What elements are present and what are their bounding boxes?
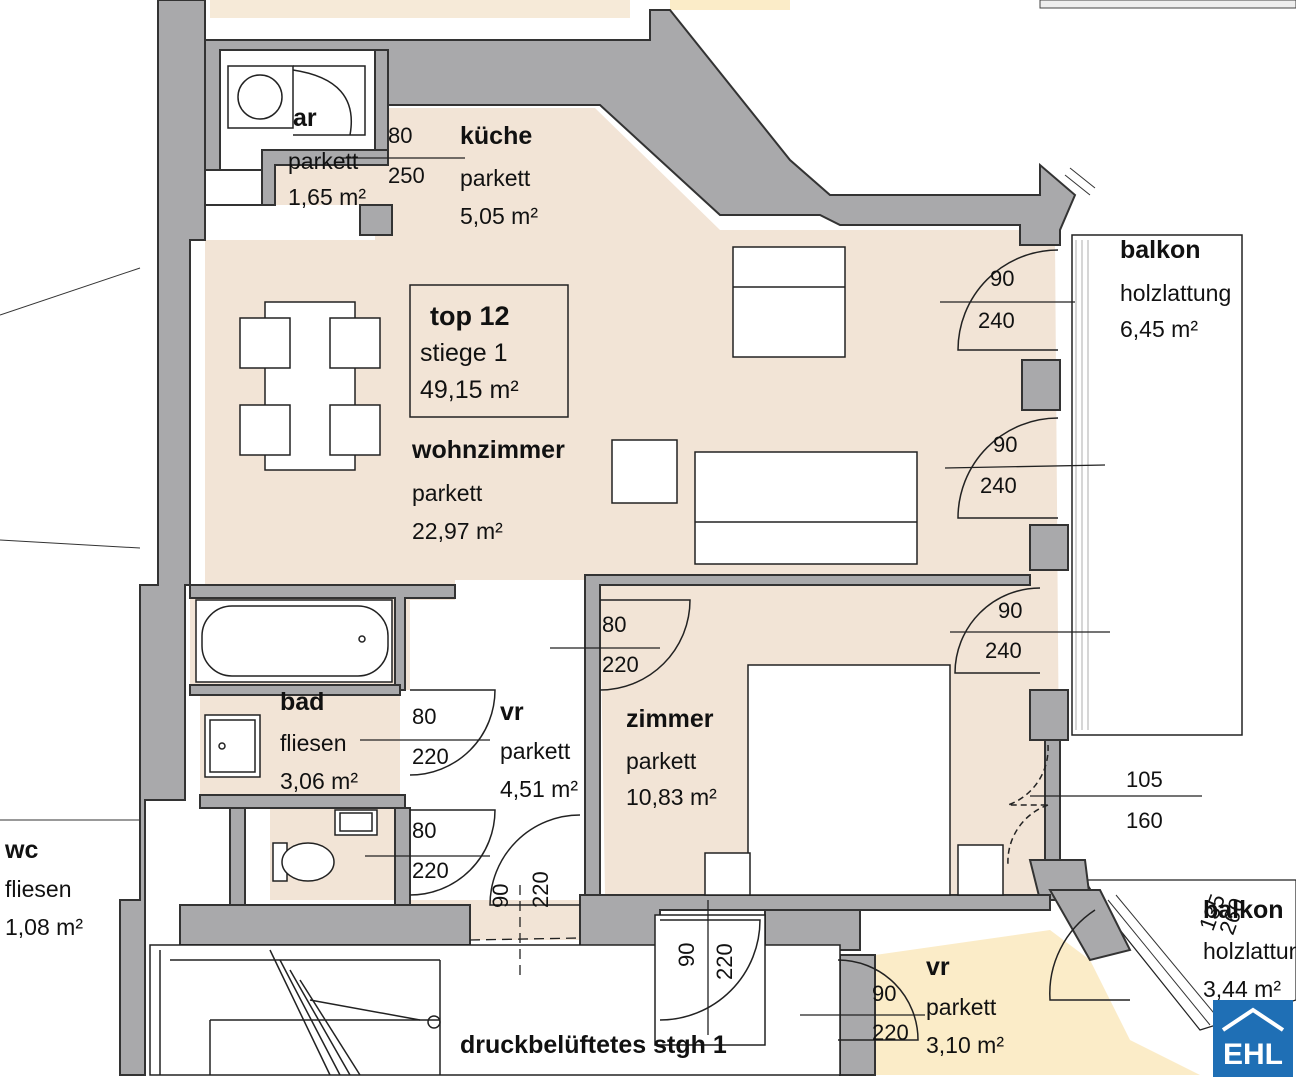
room-zimmer-name: zimmer — [626, 705, 714, 733]
ehl-logo: EHL — [1213, 1000, 1293, 1077]
sofa — [611, 439, 918, 565]
ar-door-width: 80 — [388, 123, 413, 148]
zimmer-balcony-door-height: 240 — [985, 638, 1022, 663]
wc-door-width: 80 — [412, 818, 437, 843]
room-bad-area: 3,06 m² — [280, 768, 358, 794]
wohn-vr-door-width: 80 — [602, 612, 627, 637]
room-wc-name: wc — [5, 836, 39, 864]
room-wohnzimmer-floor: parkett — [412, 480, 483, 506]
room-vr-name: vr — [500, 698, 524, 726]
room-wohnzimmer-area: 22,97 m² — [412, 518, 503, 544]
kitchen-counter — [732, 246, 846, 358]
stgh-door-width: 90 — [674, 942, 699, 967]
window-height: 160 — [1126, 808, 1163, 833]
room-zimmer-floor: parkett — [626, 748, 697, 774]
stgh-door-height: 220 — [712, 943, 737, 980]
bad-door-height: 220 — [412, 744, 449, 769]
balcony-slats — [1075, 240, 1089, 730]
bathtub — [195, 599, 393, 683]
balcony-door-1-height: 240 — [978, 308, 1015, 333]
neighbor-floor-top — [210, 0, 630, 18]
room-wohnzimmer-name: wohnzimmer — [412, 436, 565, 464]
dimension-leaders — [340, 157, 1202, 1035]
window-width: 105 — [1126, 767, 1163, 792]
balcony-door-1-width: 90 — [990, 266, 1015, 291]
wohn-vr-door-height: 220 — [602, 652, 639, 677]
balcony-door-2-height: 240 — [980, 473, 1017, 498]
room-balkon-neighbor-name: balkon — [1203, 896, 1284, 924]
wc-door-height: 220 — [412, 858, 449, 883]
room-ar-name: ar — [293, 104, 317, 132]
room-balkon-name: balkon — [1120, 236, 1201, 264]
balcony-door-2-width: 90 — [993, 432, 1018, 457]
unit-info-box — [409, 284, 569, 418]
room-zimmer-area: 10,83 m² — [626, 784, 717, 810]
neighbor-vr-floor — [875, 930, 1200, 1075]
entrance-door-width: 90 — [488, 883, 513, 908]
room-balkon-neighbor-floor: holzlattung — [1203, 938, 1296, 964]
entrance-door-height: 220 — [528, 871, 553, 908]
room-kueche-floor: parkett — [460, 165, 531, 191]
room-wc-floor: fliesen — [5, 876, 72, 902]
unit-title: top 12 — [430, 301, 510, 331]
unit-area: 49,15 m² — [420, 376, 519, 404]
dining-table — [239, 301, 381, 471]
outside-lines — [0, 267, 141, 821]
bad-door-width: 80 — [412, 704, 437, 729]
door-swings — [409, 249, 1130, 1041]
walls — [119, 0, 1132, 1076]
unit-staircase: stiege 1 — [420, 339, 508, 367]
toilet — [272, 842, 335, 882]
room-vr-neighbor-area: 3,10 m² — [926, 1032, 1004, 1058]
room-kueche-area: 5,05 m² — [460, 203, 538, 229]
room-balkon-floor: holzlattung — [1120, 280, 1232, 306]
room-kueche-name: küche — [460, 122, 533, 150]
room-ar-area: 1,65 m² — [288, 184, 366, 210]
balcony-floor — [1071, 234, 1243, 736]
room-bad-floor: fliesen — [280, 730, 347, 756]
sinks — [204, 714, 378, 836]
logo-text: EHL — [1223, 1038, 1283, 1071]
room-wc-area: 1,08 m² — [5, 914, 83, 940]
stairwell — [149, 914, 841, 1076]
bed — [704, 664, 1004, 896]
ar-door-height: 250 — [388, 163, 425, 188]
zimmer-balcony-door-width: 90 — [998, 598, 1023, 623]
washing-machine — [227, 65, 366, 136]
neighbor-door-width: 90 — [872, 981, 897, 1006]
room-vr-neighbor-name: vr — [926, 953, 950, 981]
neighbor-floor-top-right — [670, 0, 790, 10]
room-vr-area: 4,51 m² — [500, 776, 578, 802]
room-vr-neighbor-floor: parkett — [926, 994, 997, 1020]
neighbor-door-height: 220 — [872, 1020, 909, 1045]
stairwell-label: druckbelüftetes stgh 1 — [460, 1031, 727, 1059]
neighbor-top-right — [1039, 0, 1296, 9]
room-balkon-area: 6,45 m² — [1120, 316, 1198, 342]
room-ar-floor: parkett — [288, 148, 359, 174]
window-marks — [1064, 167, 1219, 1026]
room-vr-floor: parkett — [500, 738, 571, 764]
room-bad-name: bad — [280, 688, 325, 716]
room-balkon-neighbor-area: 3,44 m² — [1203, 976, 1281, 1002]
